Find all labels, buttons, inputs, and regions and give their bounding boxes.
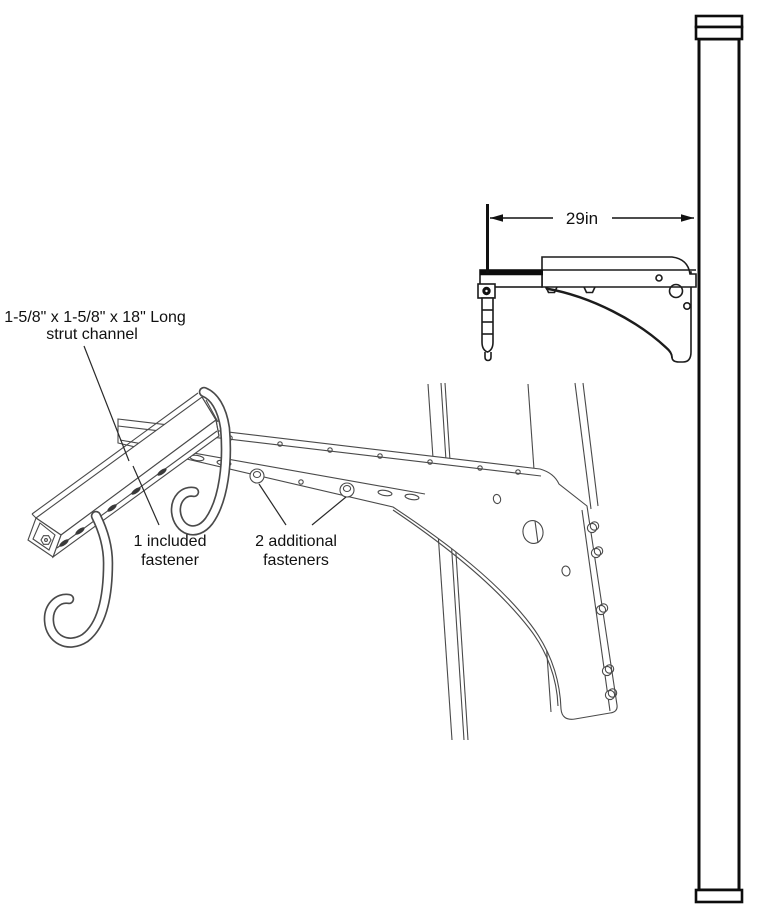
gusset-holes: [492, 493, 571, 577]
bracket-arm-outline: [117, 418, 618, 720]
side-top-plate: [541, 256, 697, 288]
bracket-arm-and-gusset: [117, 418, 618, 720]
j-hook-2: [170, 386, 232, 536]
dimension-annotation: 29in: [486, 204, 694, 273]
pole-base-band: [694, 888, 744, 904]
callout-additional-fasteners: 2 additional fasteners: [255, 483, 347, 569]
side-hole-small-2: [682, 301, 691, 310]
leader-additional-fastener-1: [258, 483, 287, 526]
channel-end-face: [27, 517, 62, 558]
pole-cap-top: [694, 14, 744, 29]
included-fastener-hex-bolt: [40, 535, 52, 545]
leader-strut-channel: [83, 345, 130, 462]
perspective-view: [27, 382, 618, 741]
side-view: 29in: [477, 204, 697, 363]
j-hook-1: [43, 510, 114, 648]
flange-screws: [586, 521, 618, 701]
additional-fastener-2: [339, 482, 355, 498]
pole-body: [697, 37, 741, 892]
side-hole-small-1: [655, 274, 663, 282]
pole-cap-band: [694, 25, 744, 41]
additional-fasteners-label-line2: fasteners: [263, 552, 329, 569]
additional-fastener-1: [249, 468, 265, 484]
callouts: 1-5/8" x 1-5/8" x 18" Long strut channel…: [4, 309, 347, 569]
leader-included-fastener: [132, 465, 160, 526]
callout-strut-channel: 1-5/8" x 1-5/8" x 18" Long strut channel: [4, 309, 186, 462]
dimension-arrow-right: [681, 214, 694, 222]
leader-additional-fastener-2: [311, 496, 347, 526]
callout-included-fastener: 1 included fastener: [132, 465, 207, 569]
side-view-bracket: [479, 256, 697, 363]
channel-slots: [59, 468, 167, 547]
included-fastener-label-line2: fastener: [141, 552, 199, 569]
dimension-arrow-left: [490, 214, 503, 222]
side-view-hook: [477, 283, 496, 362]
mounting-pole-front: [694, 14, 744, 904]
strut-channel-label-line1: 1-5/8" x 1-5/8" x 18" Long: [4, 309, 186, 326]
additional-fasteners-label-line1: 2 additional: [255, 533, 337, 550]
side-hole-large: [668, 283, 684, 299]
dimension-label: 29in: [566, 209, 598, 228]
included-fastener-label-line1: 1 included: [134, 533, 207, 550]
strut-channel-label-line2: strut channel: [46, 326, 138, 343]
